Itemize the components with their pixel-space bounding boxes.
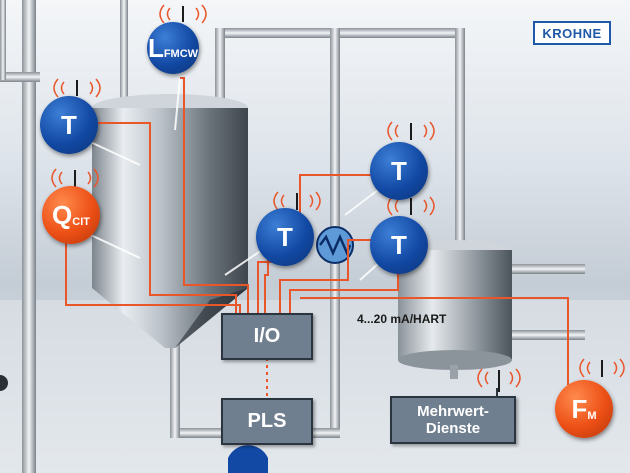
- main-tank: [92, 94, 248, 348]
- temperature-sensor-tank[interactable]: T: [40, 96, 98, 154]
- temperature-symbol: T: [277, 222, 293, 252]
- level-sensor-subscript: FMCW: [163, 48, 199, 60]
- bg-pipe-left-thin: [0, 0, 6, 80]
- signal-protocol-label: 4...20 mA/HART: [357, 312, 447, 326]
- temperature-sensor-mid[interactable]: T: [256, 208, 314, 266]
- pls-label: PLS: [247, 410, 287, 432]
- pipe-bottom-v: [170, 340, 180, 438]
- pipe-frame-right: [455, 28, 465, 253]
- partial-blue-sensor: [228, 445, 268, 473]
- flow-sensor-subscript: M: [587, 409, 597, 422]
- partial-dark-element: [0, 375, 8, 391]
- services-label-line1: Mehrwert-: [417, 402, 489, 420]
- bg-pipe-left-h: [0, 72, 40, 82]
- antenna-stems: [74, 6, 603, 392]
- floor-reflection: [0, 300, 630, 473]
- temperature-symbol: T: [391, 230, 407, 260]
- level-sensor-fmcw[interactable]: L FMCW: [147, 22, 199, 74]
- quality-sensor-cit[interactable]: Q CIT: [42, 186, 100, 244]
- temperature-symbol: T: [391, 156, 407, 186]
- temperature-symbol: T: [61, 110, 77, 140]
- brand-logo: KROHNE: [533, 21, 611, 45]
- bg-pipe-upper: [120, 0, 128, 110]
- io-module-label: I/O: [253, 325, 281, 347]
- temperature-sensor-hx-bottom[interactable]: T: [370, 216, 428, 274]
- level-sensor-symbol: L: [147, 33, 164, 63]
- services-label-line2: Dienste: [425, 420, 481, 437]
- value-added-services-box[interactable]: Mehrwert- Dienste: [390, 396, 516, 444]
- temperature-sensor-hx-top[interactable]: T: [370, 142, 428, 200]
- pipe-right-out-1: [505, 264, 585, 274]
- flow-sensor-symbol: F: [571, 394, 588, 424]
- quality-sensor-symbol: Q: [52, 200, 73, 230]
- pipe-right-out-2: [505, 330, 585, 340]
- flow-sensor-m[interactable]: F M: [555, 380, 613, 438]
- secondary-vessel: [398, 240, 512, 379]
- pls-box[interactable]: PLS: [221, 398, 313, 445]
- quality-sensor-subscript: CIT: [72, 215, 90, 228]
- io-module-box[interactable]: I/O: [221, 313, 313, 360]
- wireless-wave-icons: [51, 4, 625, 388]
- bg-pipe-left: [22, 0, 36, 473]
